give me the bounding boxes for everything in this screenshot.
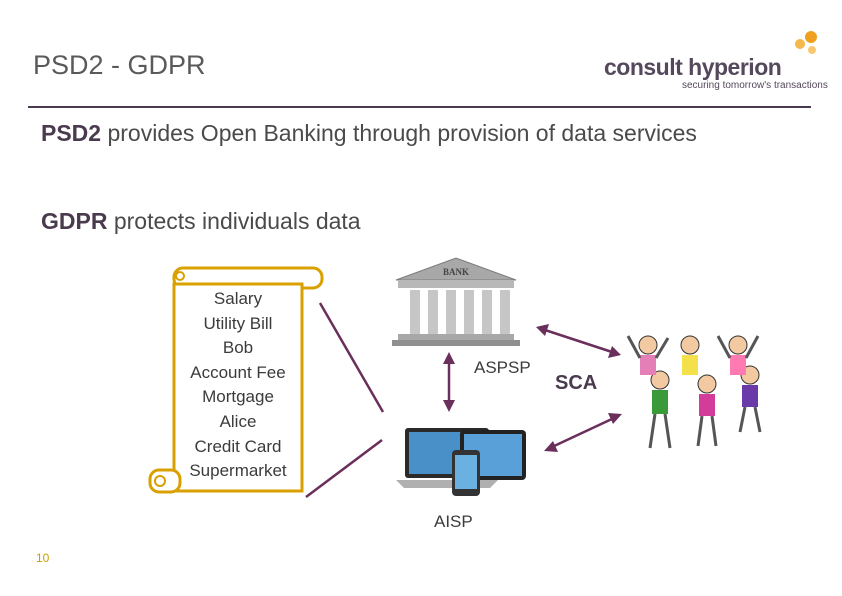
list-item: Bob xyxy=(222,338,254,358)
link-line-upper xyxy=(318,302,385,413)
bank-sign-label: BANK xyxy=(443,267,469,277)
logo-wordmark: consult hyperion xyxy=(604,54,782,80)
logo-dots-icon xyxy=(795,31,817,54)
bullet-psd2-lead: PSD2 xyxy=(41,120,102,146)
list-item: Credit Card xyxy=(194,436,282,456)
list-item: Salary xyxy=(213,289,263,308)
link-line-lower xyxy=(305,439,383,498)
bank-icon xyxy=(392,257,520,346)
title-divider xyxy=(28,106,811,108)
page-title: PSD2 - GDPR xyxy=(33,50,206,80)
list-item: Mortgage xyxy=(202,387,274,407)
list-item: Supermarket xyxy=(189,461,287,481)
bullet-gdpr-lead: GDPR xyxy=(41,208,108,234)
scroll-data-list: Salary Utility Bill Bob Account Fee Mort… xyxy=(178,287,298,484)
sca-label: SCA xyxy=(555,372,598,394)
bullet-gdpr: GDPR protects individuals data xyxy=(41,206,361,237)
arrows xyxy=(305,302,622,498)
scroll-icon xyxy=(148,266,324,494)
aspsp-label: ASPSP xyxy=(474,358,531,377)
aisp-label: AISP xyxy=(434,512,473,531)
page-number: 10 xyxy=(36,551,50,565)
bullet-psd2: PSD2 provides Open Banking through provi… xyxy=(41,118,761,149)
consult-hyperion-logo: consult hyperion securing tomorrow's tra… xyxy=(600,30,828,94)
bullet-gdpr-text: protects individuals data xyxy=(107,208,361,234)
arrow-devices-people xyxy=(544,413,622,452)
list-item: Alice xyxy=(219,411,257,431)
people-crowd-icon xyxy=(626,335,762,449)
arrow-bank-people xyxy=(536,324,621,358)
bullet-psd2-text: provides Open Banking through provision … xyxy=(101,120,697,146)
list-item: Account Fee xyxy=(190,362,286,382)
list-item: Utility Bill xyxy=(203,313,273,333)
arrow-bank-devices xyxy=(443,352,455,412)
logo-tagline: securing tomorrow's transactions xyxy=(682,80,828,91)
devices-icon xyxy=(396,428,526,496)
